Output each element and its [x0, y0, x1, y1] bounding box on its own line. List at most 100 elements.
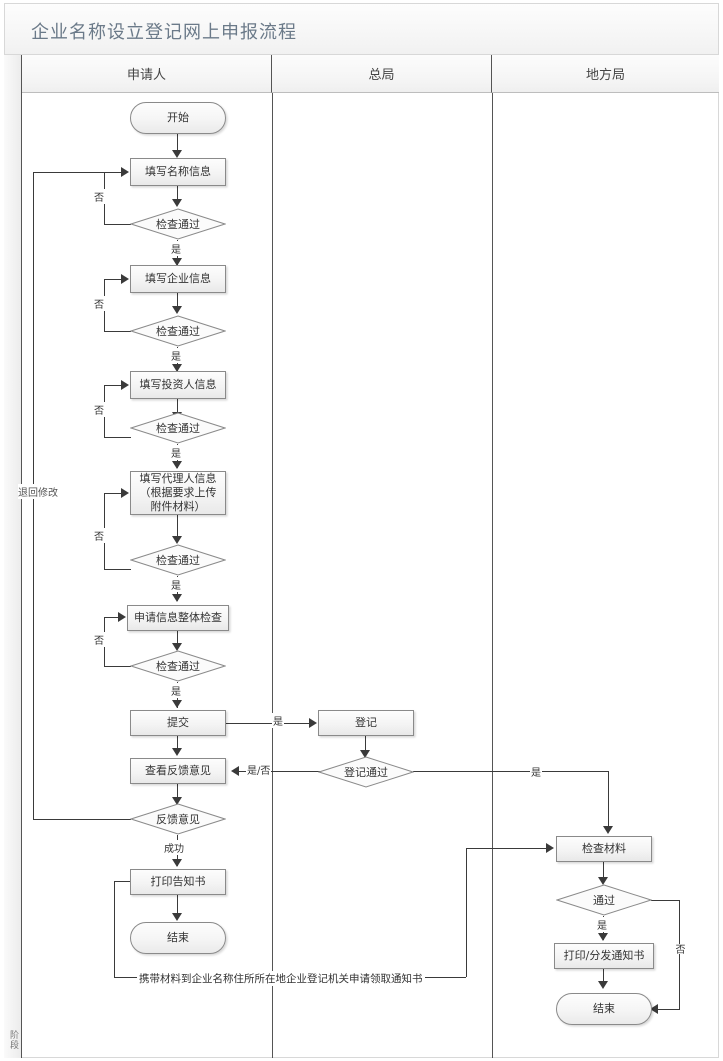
title-bar: 企业名称设立登记网上申报流程 — [4, 3, 719, 55]
node-fill-company-label: 填写企业信息 — [145, 272, 211, 285]
edge-check5-no-h — [104, 666, 131, 667]
edge-regpass-yes-h — [413, 771, 609, 772]
edge-label-yes2: 是 — [170, 348, 182, 363]
lane-header-applicant: 申请人 — [22, 55, 272, 93]
arrowhead-down — [172, 643, 182, 651]
node-register-pass-label: 登记通过 — [344, 766, 388, 779]
edge-check4-no-in — [104, 493, 122, 494]
node-end-local[interactable]: 结束 — [556, 993, 652, 1025]
arrowhead-down — [172, 913, 182, 921]
node-fill-name-label: 填写名称信息 — [145, 165, 211, 178]
arrowhead-down — [172, 700, 182, 708]
arrowhead-down — [172, 748, 182, 756]
node-pass[interactable]: 通过 — [556, 884, 652, 916]
node-start-label: 开始 — [167, 111, 189, 124]
arrowhead-down — [172, 797, 182, 805]
node-register-label: 登记 — [355, 716, 377, 729]
edge-register-to-regpass — [365, 736, 366, 756]
node-check5[interactable]: 检查通过 — [130, 650, 226, 682]
node-view-feedback[interactable]: 查看反馈意见 — [130, 758, 226, 784]
node-print-distribute[interactable]: 打印/分发通知书 — [554, 943, 654, 969]
edge-label-return-modify: 退回修改 — [18, 484, 58, 499]
node-print-notice[interactable]: 打印告知书 — [130, 869, 226, 895]
arrowhead-right — [121, 488, 129, 498]
arrowhead-down — [172, 859, 182, 867]
edge-label-pass-yes: 是 — [596, 917, 608, 932]
edge-label-no1: 否 — [93, 189, 105, 204]
edge-pass-no-v — [679, 900, 680, 1009]
node-submit[interactable]: 提交 — [130, 710, 226, 736]
edge-label-submit-yes: 是 — [272, 713, 284, 728]
edge-pickup-left — [114, 881, 131, 882]
node-feedback-label: 反馈意见 — [156, 813, 200, 826]
lane-header-local-bureau-label: 地方局 — [585, 68, 625, 83]
arrowhead-down — [172, 199, 182, 207]
arrowhead-right — [121, 167, 129, 177]
edge-viewfeedback-to-feedback — [177, 784, 178, 802]
arrowhead-down — [603, 826, 613, 834]
node-check3[interactable]: 检查通过 — [130, 412, 226, 444]
arrowhead-right — [118, 612, 126, 622]
edge-start-to-fillname — [177, 134, 178, 153]
edge-pickup-down — [114, 881, 115, 977]
edge-pass-no-in — [658, 1009, 680, 1010]
page-title: 企业名称设立登记网上申报流程 — [31, 22, 297, 43]
edge-check2-no-h — [104, 331, 131, 332]
arrowhead-left — [650, 1004, 658, 1014]
node-fill-investor-label: 填写投资人信息 — [139, 378, 217, 391]
node-end-applicant-label: 结束 — [167, 931, 189, 944]
arrowhead-down — [172, 150, 182, 158]
node-register[interactable]: 登记 — [318, 710, 414, 736]
arrowhead-down — [172, 258, 182, 266]
arrowhead-down — [598, 877, 608, 885]
edge-label-no4: 否 — [93, 528, 105, 543]
edge-fillcompany-to-check2 — [177, 293, 178, 309]
edge-label-feedback-success: 成功 — [163, 840, 185, 855]
lane-header-local-bureau: 地方局 — [492, 55, 719, 93]
edge-check3-no-h — [104, 437, 131, 438]
node-check4[interactable]: 检查通过 — [130, 544, 226, 576]
arrowhead-down — [172, 306, 182, 314]
edge-pass-no-h — [651, 900, 680, 901]
edge-feedback-return-top — [33, 172, 104, 173]
phase-label: 阶段 — [8, 1030, 18, 1050]
node-overall-check[interactable]: 申请信息整体检查 — [127, 605, 229, 631]
lane-header-general-bureau: 总局 — [272, 55, 492, 93]
node-fill-investor[interactable]: 填写投资人信息 — [130, 371, 226, 399]
node-check1-label: 检查通过 — [156, 218, 200, 231]
node-start[interactable]: 开始 — [130, 102, 226, 134]
node-overall-check-label: 申请信息整体检查 — [134, 611, 222, 624]
node-check1[interactable]: 检查通过 — [130, 208, 226, 240]
edge-regpass-to-viewfeedback — [239, 771, 320, 772]
edge-pickup-up — [466, 848, 467, 977]
edge-check3-no-in — [104, 385, 122, 386]
edge-label-reg-yes: 是 — [530, 764, 542, 779]
edge-submit-to-viewfeedback — [177, 736, 178, 752]
node-fill-agent-label: 填写代理人信息（根据要求上传附件材料） — [139, 472, 217, 513]
edge-check2-no-in — [104, 279, 122, 280]
arrowhead-down — [360, 750, 370, 758]
lane-divider-1 — [272, 93, 273, 1058]
node-fill-name[interactable]: 填写名称信息 — [130, 158, 226, 186]
node-end-applicant[interactable]: 结束 — [130, 922, 226, 954]
arrowhead-down — [598, 933, 608, 941]
edge-submit-to-register — [226, 723, 310, 724]
node-end-local-label: 结束 — [593, 1002, 615, 1015]
edge-label-yes5: 是 — [170, 683, 182, 698]
lane-header-applicant-label: 申请人 — [126, 68, 166, 83]
node-submit-label: 提交 — [167, 716, 189, 729]
arrowhead-down — [172, 364, 182, 372]
node-fill-agent[interactable]: 填写代理人信息（根据要求上传附件材料） — [130, 471, 226, 515]
node-check-materials[interactable]: 检查材料 — [556, 836, 652, 862]
arrowhead-right — [121, 274, 129, 284]
node-register-pass[interactable]: 登记通过 — [318, 756, 414, 788]
edge-label-no3: 否 — [93, 402, 105, 417]
node-check4-label: 检查通过 — [156, 554, 200, 567]
node-feedback[interactable]: 反馈意见 — [130, 803, 226, 835]
node-print-notice-label: 打印告知书 — [150, 875, 206, 888]
arrowhead-down — [172, 461, 182, 469]
node-fill-company[interactable]: 填写企业信息 — [130, 265, 226, 293]
edge-fillname-to-check1 — [177, 186, 178, 202]
node-check2[interactable]: 检查通过 — [130, 315, 226, 347]
